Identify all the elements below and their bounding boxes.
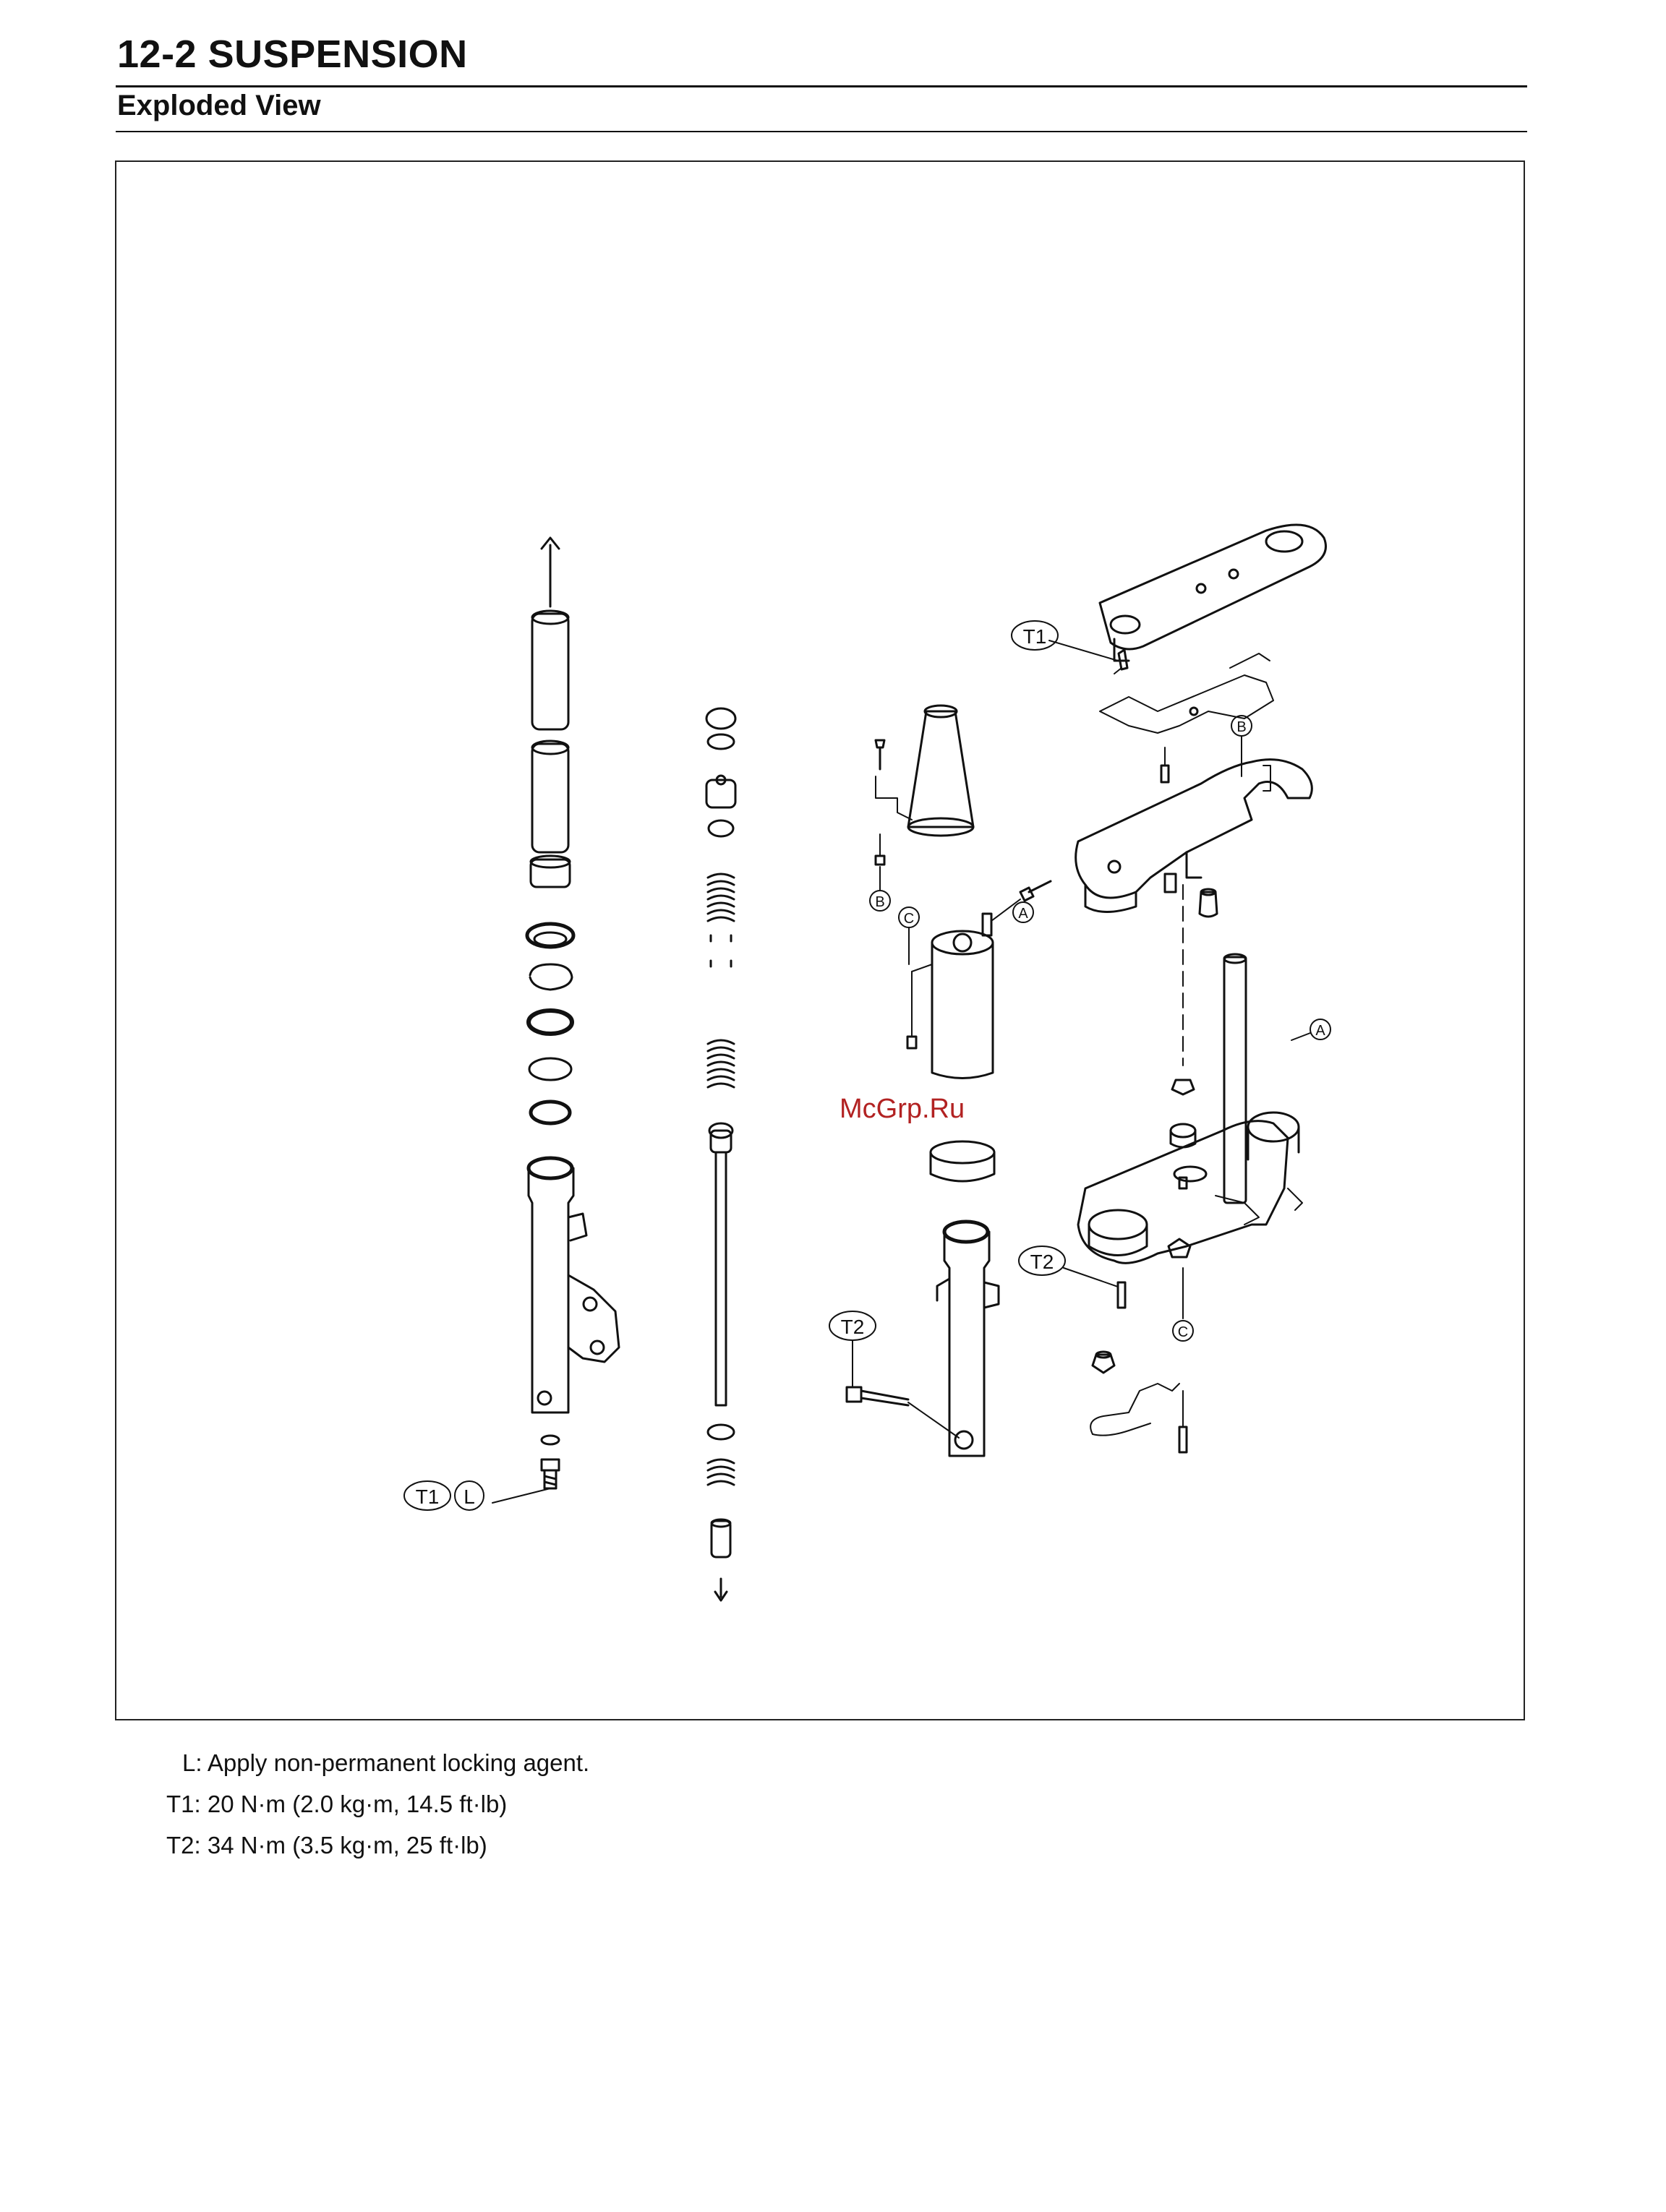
damper-rod xyxy=(716,1152,726,1405)
section-title: 12-2 SUSPENSION xyxy=(117,32,468,77)
oil-seal-ring-1 xyxy=(527,924,573,947)
header-rule-bottom xyxy=(116,131,1527,132)
fork-spring xyxy=(708,874,734,1087)
outer-tube-top xyxy=(529,1158,572,1178)
washer-2 xyxy=(709,820,733,836)
top-plug xyxy=(706,708,735,729)
cover-screw-4 xyxy=(907,1037,916,1048)
outer-tube-body xyxy=(529,1168,573,1412)
retaining-ring xyxy=(530,964,572,990)
o-ring xyxy=(708,734,734,749)
stem-washer xyxy=(1171,1124,1195,1137)
diagram-frame: T1 T2 T2 T1 L B B A xyxy=(115,160,1525,1720)
svg-text:C: C xyxy=(904,911,914,927)
fork-cover-right-leg-group xyxy=(847,706,1051,1456)
steering-stem xyxy=(1224,957,1246,1203)
fork-cover-upper xyxy=(908,711,973,827)
note-t2-torque: T2: 34 N·m (3.5 kg·m, 25 ft·lb) xyxy=(166,1825,589,1866)
rebound-spring xyxy=(708,1459,734,1485)
svg-text:B: B xyxy=(875,894,884,910)
slide-bush xyxy=(531,1102,570,1123)
svg-text:B: B xyxy=(1236,719,1246,735)
inner-tube-lower xyxy=(532,744,568,852)
fork-bushing-top xyxy=(931,1141,994,1163)
drain-bolt xyxy=(542,1459,559,1470)
header-rule-top xyxy=(116,85,1527,87)
steering-stem-group xyxy=(1049,525,1326,1452)
cover-screw-2 xyxy=(876,856,884,865)
inner-tube-upper xyxy=(532,614,568,729)
callout-t2-leg-text: T2 xyxy=(841,1316,865,1338)
stem-nut xyxy=(1172,1080,1194,1094)
axle-clamp-hole xyxy=(955,1431,973,1449)
washer xyxy=(529,1058,571,1080)
fork-cover-lower xyxy=(932,943,993,1079)
right-leg-top xyxy=(944,1222,988,1242)
svg-text:C: C xyxy=(1178,1324,1188,1340)
guide-bushing xyxy=(531,859,570,887)
callout-t2-bracket-text: T2 xyxy=(1030,1251,1054,1273)
hose-clip xyxy=(1090,1384,1179,1434)
oil-seal xyxy=(529,1011,572,1034)
rod-washer xyxy=(708,1425,734,1439)
callout-t1-top-text: T1 xyxy=(1023,625,1047,648)
gasket xyxy=(542,1436,559,1444)
callout-t1-bottom-text: T1 xyxy=(416,1486,440,1508)
fork-spring-damper-group xyxy=(706,708,735,1600)
upper-bracket-bolt xyxy=(1161,766,1169,782)
axle-clamp-bolt xyxy=(847,1387,861,1402)
lock-bracket xyxy=(1100,675,1273,733)
fork-inner-tube-group xyxy=(492,538,619,1503)
callout-l-text: L xyxy=(464,1486,475,1508)
svg-text:A: A xyxy=(1315,1023,1325,1039)
note-t1-torque: T1: 20 N·m (2.0 kg·m, 14.5 ft·lb) xyxy=(166,1783,589,1825)
clip-bolt xyxy=(1179,1427,1187,1452)
exploded-view-diagram: T1 T2 T2 T1 L B B A xyxy=(116,162,1526,1722)
right-leg-body xyxy=(944,1232,989,1456)
page-subtitle: Exploded View xyxy=(117,90,321,122)
watermark-text: McGrp.Ru xyxy=(840,1094,965,1124)
torque-notes: L: Apply non-permanent locking agent. T1… xyxy=(166,1742,589,1866)
note-locking-agent: L: Apply non-permanent locking agent. xyxy=(166,1742,589,1783)
svg-text:A: A xyxy=(1018,906,1028,922)
lower-bracket-bolt xyxy=(1118,1282,1125,1308)
